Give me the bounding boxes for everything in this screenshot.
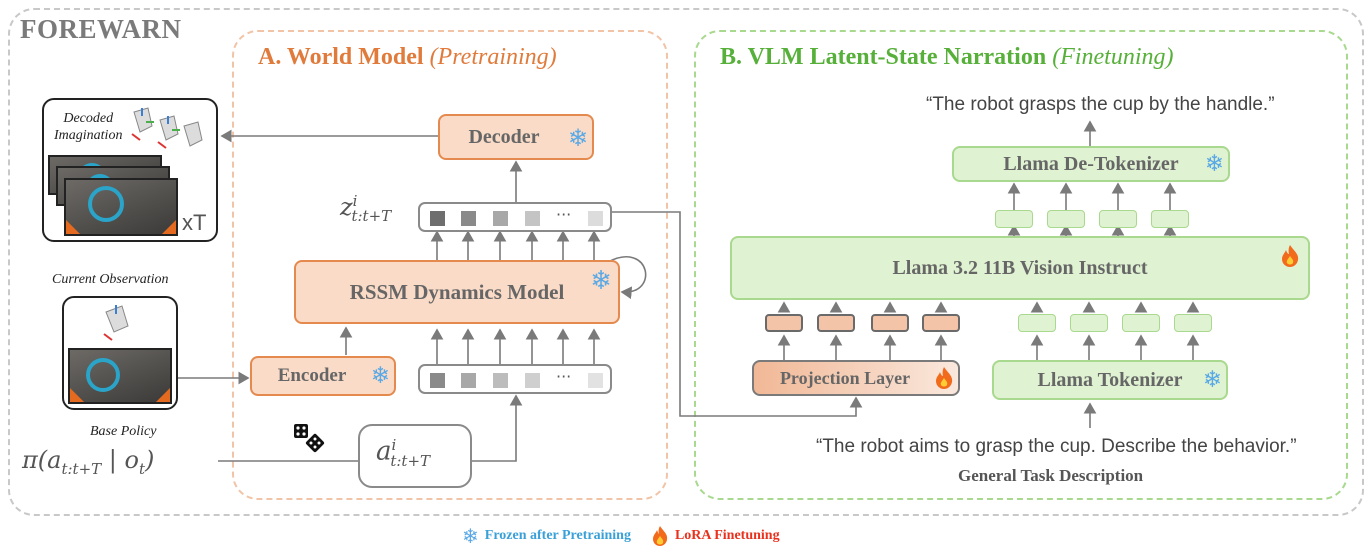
- latent-z-symbol: zit:t+T: [340, 192, 392, 225]
- output-token: [1099, 210, 1137, 228]
- output-token: [995, 210, 1033, 228]
- decoded-imagination-box: Decoded Imagination xT: [42, 98, 218, 242]
- decoded-imagination-label: Decoded Imagination: [54, 111, 123, 143]
- world-model-panel: [232, 30, 668, 500]
- current-observation-box: [62, 296, 178, 410]
- current-observation-label: Current Observation: [52, 272, 169, 287]
- legend-frozen: Frozen after Pretraining: [484, 528, 631, 543]
- action-token: [525, 373, 540, 388]
- legend-lora: LoRA Finetuning: [674, 528, 780, 543]
- latent-token: [430, 211, 445, 226]
- fire-icon: [651, 525, 669, 547]
- text-token: [1070, 314, 1108, 332]
- snowflake-icon: ❄: [1204, 151, 1224, 177]
- dice-icon: [294, 424, 325, 453]
- snowflake-icon: ❄: [590, 266, 612, 296]
- snowflake-icon: ❄: [567, 124, 588, 152]
- observation-frame: [68, 348, 172, 404]
- panel-a-title: A. World Model (Pretraining): [258, 44, 557, 70]
- latent-token: [461, 211, 476, 226]
- base-policy-label: Base Policy: [90, 424, 157, 439]
- text-token: [1174, 314, 1212, 332]
- robot-gripper-icon: [131, 107, 203, 149]
- main-title: FOREWARN: [20, 14, 182, 44]
- ellipsis: ···: [556, 367, 572, 386]
- text-token: [1018, 314, 1056, 332]
- output-token: [1047, 210, 1085, 228]
- projected-token: [871, 314, 909, 332]
- action-symbol: ait:t+T: [376, 436, 431, 470]
- legend: ❄ Frozen after Pretraining LoRA Finetuni…: [462, 524, 780, 548]
- text-token: [1122, 314, 1160, 332]
- vlm-narration-panel: [694, 30, 1348, 500]
- fire-icon: [934, 366, 954, 395]
- rssm-dynamics-block: RSSM Dynamics Model ❄: [294, 260, 620, 324]
- decoder-block: Decoder ❄: [438, 114, 594, 160]
- robot-gripper-icon: [103, 305, 129, 341]
- projected-token: [817, 314, 855, 332]
- encoder-block: Encoder ❄: [250, 356, 396, 396]
- action-token: [461, 373, 476, 388]
- latent-sequence: ···: [418, 202, 612, 232]
- snowflake-icon: ❄: [370, 363, 390, 389]
- llama-vision-block: Llama 3.2 11B Vision Instruct: [730, 236, 1310, 300]
- latent-token: [493, 211, 508, 226]
- ellipsis: ···: [556, 205, 572, 224]
- action-token: [588, 373, 603, 388]
- output-narration: “The robot grasps the cup by the handle.…: [926, 94, 1275, 115]
- action-sequence: ···: [418, 364, 612, 394]
- snowflake-icon: ❄: [1202, 367, 1222, 393]
- projected-token: [922, 314, 960, 332]
- output-token: [1151, 210, 1189, 228]
- tokenizer-block: Llama Tokenizer ❄: [992, 360, 1228, 400]
- task-prompt: “The robot aims to grasp the cup. Descri…: [816, 436, 1297, 457]
- fire-icon: [1280, 244, 1300, 274]
- projection-layer-block: Projection Layer: [752, 360, 960, 396]
- imagination-frame: [64, 178, 178, 236]
- projected-token: [765, 314, 803, 332]
- policy-expression: π(at:t+T | ot): [22, 446, 155, 478]
- general-task-label: General Task Description: [958, 466, 1144, 485]
- latent-token: [588, 211, 603, 226]
- times-t-label: xT: [182, 210, 207, 235]
- forewarn-panel: [8, 8, 1364, 516]
- action-sample-box: ait:t+T: [358, 424, 472, 488]
- action-token: [493, 373, 508, 388]
- latent-token: [525, 211, 540, 226]
- panel-b-title: B. VLM Latent-State Narration (Finetunin…: [720, 44, 1174, 70]
- snowflake-icon: ❄: [462, 524, 479, 548]
- action-token: [430, 373, 445, 388]
- de-tokenizer-block: Llama De-Tokenizer ❄: [952, 146, 1230, 182]
